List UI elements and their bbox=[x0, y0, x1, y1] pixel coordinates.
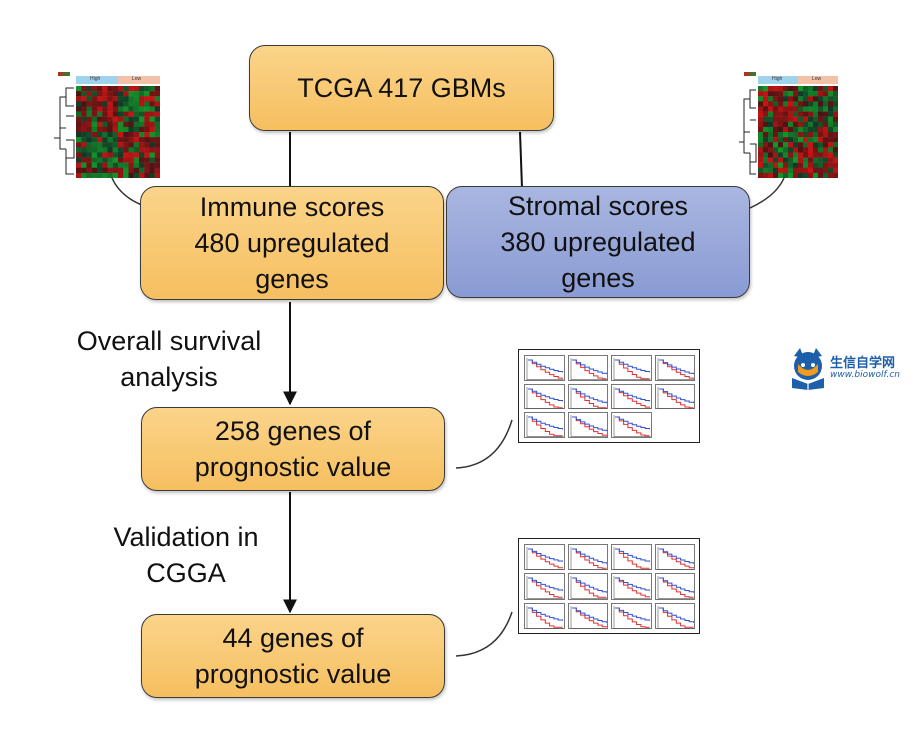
heatmap-right-label-high: High bbox=[772, 76, 783, 82]
edge-label-survival: Overall survival analysis bbox=[58, 323, 280, 395]
node-immune-scores: Immune scores 480 upregulated genes bbox=[140, 186, 444, 300]
km-mini-plot bbox=[611, 412, 652, 438]
km-mini-plot bbox=[567, 355, 608, 381]
km-mini-plot bbox=[567, 383, 608, 410]
callout-right-heatmap bbox=[749, 177, 785, 209]
edge-label-validation: Validation in CGGA bbox=[96, 519, 276, 591]
node-tcga-line-1: TCGA 417 GBMs bbox=[297, 73, 506, 103]
heatmap-left-bar-high bbox=[76, 76, 118, 84]
logo-url: www.biowolf.cn bbox=[830, 370, 900, 380]
heatmap-right-bar-low bbox=[798, 76, 838, 84]
heatmap-left-dendrogram bbox=[54, 87, 75, 175]
heatmap-right-matrix bbox=[758, 86, 838, 178]
node-258-line-1: 258 genes of bbox=[214, 416, 372, 446]
callout-left-heatmap bbox=[111, 177, 143, 206]
km-mini-plot bbox=[611, 602, 652, 629]
km-mini-plot bbox=[611, 355, 652, 381]
heatmap-left-color-key bbox=[58, 72, 70, 76]
km-mini-plot bbox=[524, 573, 565, 600]
edge-label-survival-line-1: Overall survival bbox=[76, 326, 262, 356]
node-stromal-line-2: 380 upregulated bbox=[500, 227, 696, 257]
km-mini-plot bbox=[611, 383, 652, 410]
km-mini-plot bbox=[567, 412, 608, 438]
heatmap-right: High Low bbox=[738, 72, 840, 178]
km-mini-plot bbox=[524, 412, 565, 438]
heatmap-right-color-key bbox=[744, 72, 756, 76]
callout-km-44 bbox=[455, 611, 513, 657]
callout-km-258 bbox=[455, 419, 513, 469]
heatmap-left-matrix bbox=[76, 86, 160, 178]
edge-tcga-stromal bbox=[519, 131, 523, 189]
node-immune-line-2: 480 upregulated bbox=[194, 228, 390, 258]
km-panel-44 bbox=[518, 538, 700, 634]
km-mini-plot bbox=[654, 602, 695, 629]
logo-title: 生信自学网 bbox=[830, 356, 896, 371]
km-mini-plot bbox=[654, 355, 695, 381]
km-mini-plot bbox=[524, 544, 565, 571]
km-mini-plot bbox=[654, 573, 695, 600]
edge-label-validation-line-1: Validation in bbox=[113, 522, 259, 552]
node-tcga: TCGA 417 GBMs bbox=[249, 45, 554, 131]
heatmap-left-bar-low bbox=[118, 76, 160, 84]
edge-label-validation-line-2: CGGA bbox=[146, 558, 226, 588]
km-mini-plot bbox=[567, 544, 608, 571]
km-mini-plot bbox=[524, 355, 565, 381]
node-258-genes: 258 genes of prognostic value bbox=[141, 407, 445, 491]
node-stromal-line-1: Stromal scores bbox=[507, 191, 689, 221]
node-immune-line-1: Immune scores bbox=[199, 192, 385, 222]
fox-book-icon bbox=[792, 348, 824, 390]
node-stromal-line-3: genes bbox=[561, 263, 635, 293]
km-mini-plot bbox=[654, 383, 695, 410]
node-44-line-1: 44 genes of bbox=[222, 623, 364, 653]
heatmap-left-label-low: Low bbox=[132, 76, 142, 82]
km-panel-258 bbox=[518, 349, 700, 443]
edge-label-survival-line-2: analysis bbox=[120, 362, 218, 392]
km-mini-plot bbox=[654, 544, 695, 571]
km-mini-plot bbox=[524, 602, 565, 629]
heatmap-left-label-high: High bbox=[90, 76, 101, 82]
node-44-line-2: prognostic value bbox=[194, 659, 392, 689]
biowolf-logo: 生信自学网 www.biowolf.cn bbox=[788, 346, 908, 390]
km-mini-plot bbox=[567, 602, 608, 629]
node-44-genes: 44 genes of prognostic value bbox=[141, 614, 445, 698]
km-mini-plot bbox=[524, 383, 565, 410]
node-stromal-scores: Stromal scores 380 upregulated genes bbox=[446, 186, 750, 298]
heatmap-right-label-low: Low bbox=[812, 76, 822, 82]
node-258-line-2: prognostic value bbox=[194, 452, 392, 482]
heatmap-right-bar-high bbox=[758, 76, 798, 84]
km-mini-plot bbox=[611, 544, 652, 571]
heatmap-left: High Low bbox=[52, 72, 164, 178]
km-mini-plot bbox=[611, 573, 652, 600]
heatmap-right-dendrogram bbox=[739, 89, 757, 175]
node-immune-line-3: genes bbox=[255, 264, 329, 294]
km-mini-plot bbox=[567, 573, 608, 600]
